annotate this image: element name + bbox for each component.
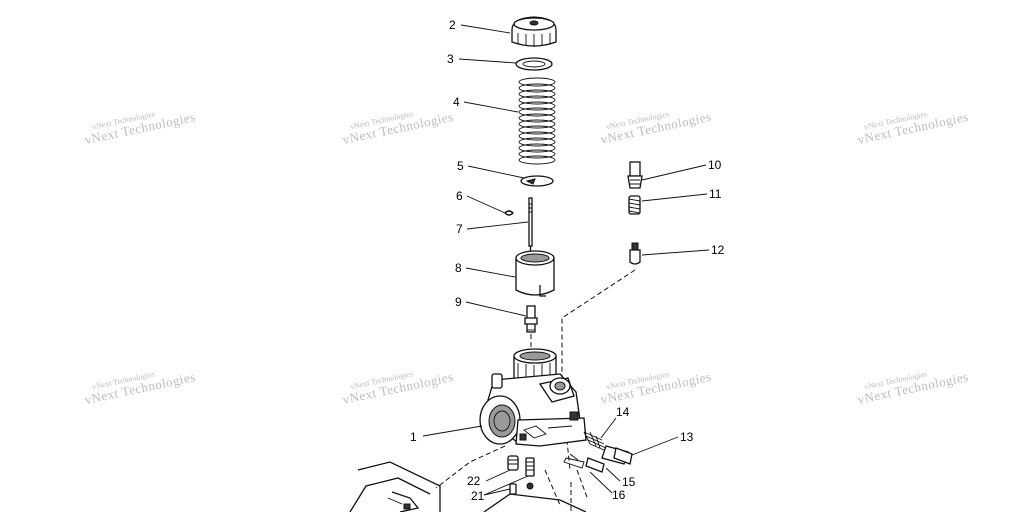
callout-11: 11 (709, 187, 722, 201)
callout-10: 10 (708, 158, 722, 172)
callout-6: 6 (456, 189, 463, 203)
assembly-guide-lines (435, 269, 636, 512)
callout-12: 12 (711, 243, 725, 257)
callout-2: 2 (449, 18, 456, 32)
callout-3: 3 (447, 52, 454, 66)
callout-22: 22 (467, 474, 481, 488)
callout-16: 16 (612, 488, 626, 502)
callout-13: 13 (680, 430, 694, 444)
part-float-bowl-gasket (349, 461, 587, 512)
callout-8: 8 (455, 261, 462, 275)
part-clip (504, 210, 514, 216)
part-idle-spring (583, 431, 607, 451)
callout-4: 4 (453, 95, 460, 109)
part-plunger-cap (629, 242, 641, 265)
part-needle-jet (524, 305, 538, 333)
part-small-spring (628, 195, 641, 215)
callout-labels: 2 3 4 5 6 7 8 9 10 11 12 1 13 14 15 16 2… (410, 18, 725, 503)
part-carburetor-body (479, 348, 587, 447)
callout-15: 15 (622, 475, 636, 489)
callout-1: 1 (410, 430, 417, 444)
part-pilot-screw (563, 453, 605, 473)
part-adjuster-screw (627, 161, 643, 189)
callout-7: 7 (456, 222, 463, 236)
part-main-jet (507, 455, 519, 495)
part-retainer-plate (520, 175, 554, 187)
part-needle (528, 197, 533, 256)
callout-5: 5 (457, 159, 464, 173)
part-jet-holder (525, 457, 535, 490)
callout-leaders (422, 24, 710, 496)
part-top-cap (511, 16, 557, 47)
part-idle-screw (601, 445, 633, 465)
part-throttle-slide (515, 250, 555, 297)
callout-14: 14 (616, 405, 630, 419)
part-gasket (515, 57, 553, 71)
callout-21: 21 (471, 489, 485, 503)
part-spring (518, 77, 556, 165)
callout-9: 9 (455, 295, 462, 309)
